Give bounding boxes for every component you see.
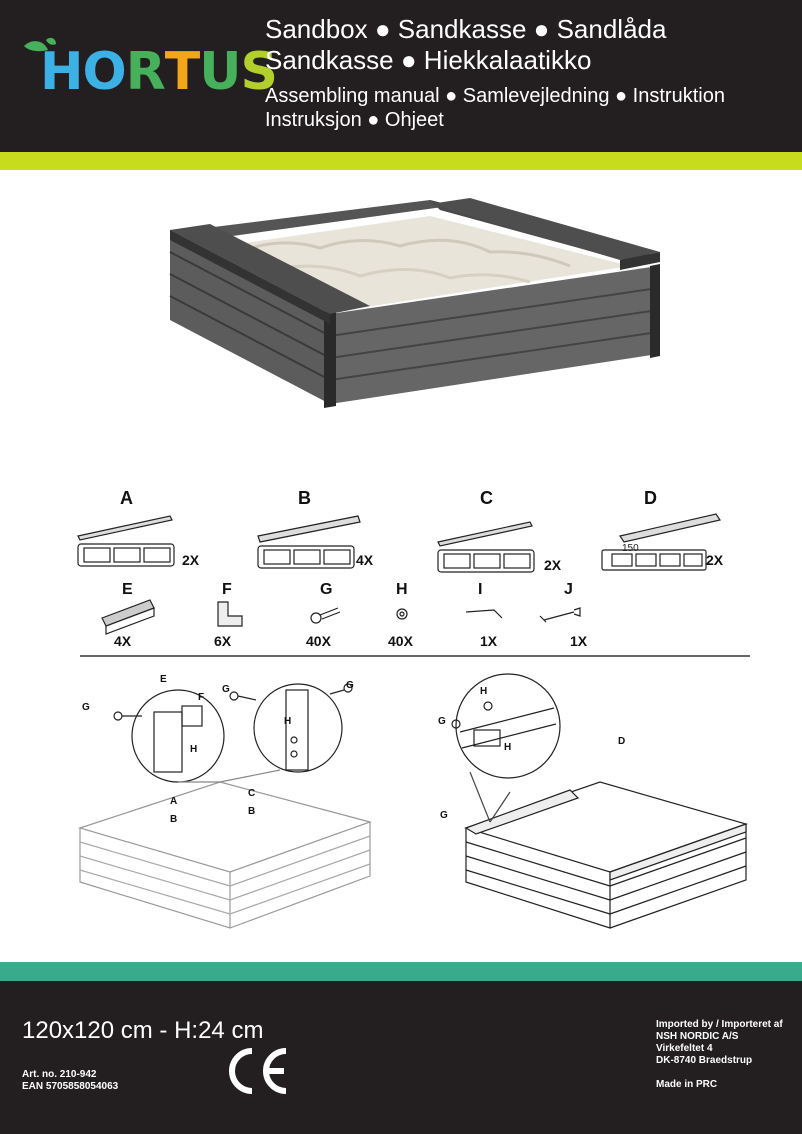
ce-mark-icon — [229, 1048, 287, 1094]
callout-h: H — [504, 742, 511, 753]
part-letter-e: E — [122, 581, 133, 598]
board-d-dimension: 150 — [622, 543, 639, 554]
parts-diagram: 150 A B C D 2X 4X 2X 2X E F G H I J 4X 6… — [77, 488, 750, 929]
importer-info: Imported by / Importeret af NSH NORDIC A… — [656, 1019, 783, 1091]
part-letter-g: G — [320, 581, 332, 598]
title-line-2: Sandkasse ● Hiekkalaatikko — [265, 45, 592, 75]
logo-letter: T — [164, 42, 200, 102]
lime-band — [0, 152, 802, 170]
part-letter-c: C — [480, 488, 493, 508]
part-letter-f: F — [222, 581, 232, 598]
header-titles: Sandbox ● Sandkasse ● Sandlåda Sandkasse… — [265, 14, 725, 132]
callout-a: A — [170, 796, 177, 807]
callout-f: F — [198, 692, 204, 703]
part-letter-j: J — [564, 581, 573, 598]
part-qty-i: 1X — [480, 633, 498, 649]
callout-g: G — [82, 702, 90, 713]
logo-letter: R — [125, 42, 166, 102]
dimensions: 120x120 cm - H:24 cm — [22, 1017, 264, 1044]
callout-h: H — [284, 716, 291, 727]
teal-band — [0, 962, 802, 981]
article-info: Art. no. 210-942 EAN 5705858054063 — [22, 1069, 118, 1093]
importer-line: NSH NORDIC A/S — [656, 1031, 739, 1042]
part-letter-d: D — [644, 488, 657, 508]
callout-h: H — [480, 686, 487, 697]
part-letter-b: B — [298, 488, 311, 508]
part-qty-e: 4X — [114, 633, 132, 649]
callout-g: G — [222, 684, 230, 695]
part-qty-g: 40X — [306, 633, 332, 649]
logo-text: HORTUS — [40, 42, 278, 102]
article-number: Art. no. 210-942 — [22, 1069, 97, 1080]
part-letter-h: H — [396, 581, 408, 598]
part-qty-j: 1X — [570, 633, 588, 649]
callout-e: E — [160, 674, 167, 685]
importer-line: Virkefeltet 4 — [656, 1043, 713, 1054]
logo-letter: O — [82, 42, 127, 102]
logo-letter: H — [40, 42, 84, 102]
part-qty-h: 40X — [388, 633, 414, 649]
made-in: Made in PRC — [656, 1079, 718, 1090]
subtitle-line-2: Instruksjon ● Ohjeet — [265, 109, 444, 131]
callout-d: D — [618, 736, 625, 747]
part-letter-i: I — [478, 581, 482, 598]
importer-line: DK-8740 Braedstrup — [656, 1055, 753, 1066]
logo-letter: U — [199, 42, 241, 102]
callout-g: G — [440, 810, 448, 821]
callout-g: G — [346, 680, 354, 691]
leaf-icon — [24, 37, 56, 52]
part-qty-d: 2X — [706, 552, 724, 568]
logo-letter: S — [240, 42, 278, 102]
part-qty-c: 2X — [544, 557, 562, 573]
subtitle-line-1: Assembling manual ● Samlevejledning ● In… — [265, 85, 725, 107]
callout-h: H — [190, 744, 197, 755]
sandbox-photo — [169, 198, 660, 408]
callout-b: B — [248, 806, 255, 817]
hortus-logo: HORTUS — [18, 37, 278, 104]
footer: 120x120 cm - H:24 cm Art. no. 210-942 EA… — [0, 981, 802, 1134]
callout-b: B — [170, 814, 177, 825]
callout-c: C — [248, 788, 255, 799]
header: HORTUS Sandbox ● Sandkasse ● Sandlåda Sa… — [0, 0, 802, 152]
part-qty-b: 4X — [356, 552, 374, 568]
importer-line: Imported by / Importeret af — [656, 1019, 783, 1030]
part-qty-a: 2X — [182, 552, 200, 568]
ean-code: EAN 5705858054063 — [22, 1081, 119, 1092]
part-letter-a: A — [120, 488, 133, 508]
title-line-1: Sandbox ● Sandkasse ● Sandlåda — [265, 14, 667, 44]
part-qty-f: 6X — [214, 633, 232, 649]
callout-g: G — [438, 716, 446, 727]
